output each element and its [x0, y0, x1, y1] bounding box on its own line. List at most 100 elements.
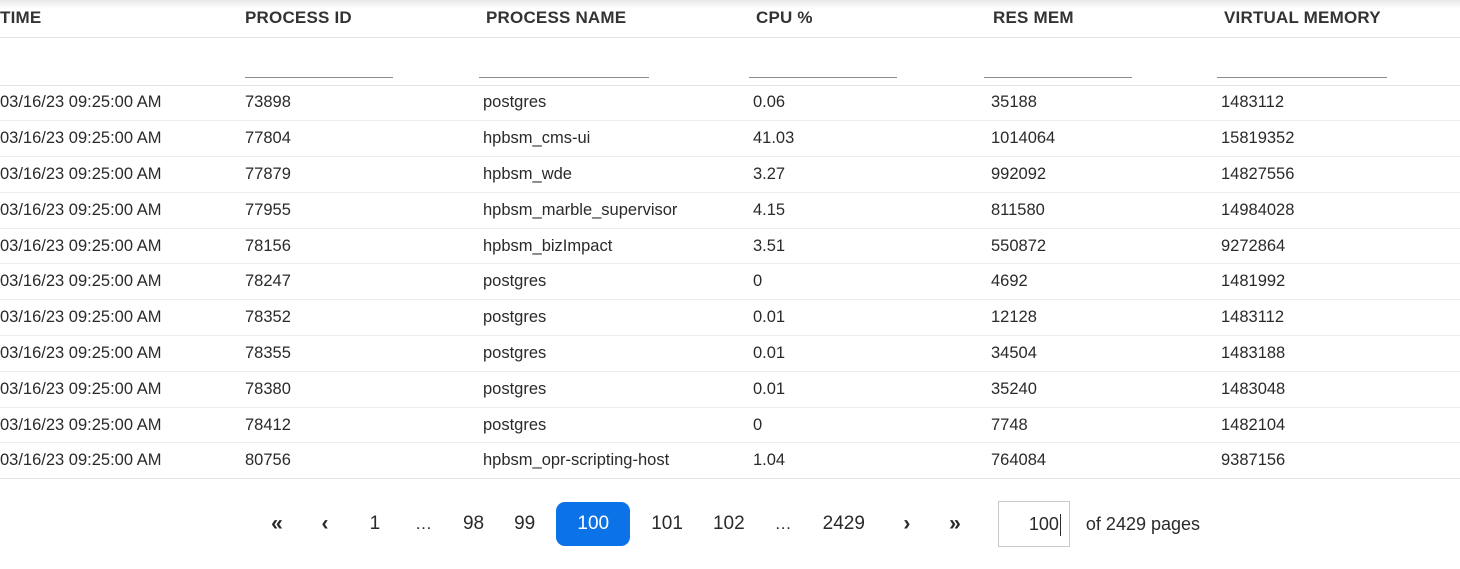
cell-vmem: 9272864 — [1221, 228, 1460, 265]
pagination-prev-button[interactable]: ‹ — [308, 504, 342, 544]
cell-vmem: 9387156 — [1221, 442, 1460, 480]
cell-pname: postgres — [483, 335, 753, 372]
cell-time: 03/16/23 09:25:00 AM — [0, 120, 245, 158]
cell-pid: 77804 — [245, 120, 483, 158]
table-header: TIME PROCESS ID PROCESS NAME CPU % RES M… — [0, 0, 1460, 86]
page-number-input[interactable] — [998, 513, 1061, 535]
cell-res: 764084 — [991, 442, 1221, 480]
column-header-process-name[interactable]: PROCESS NAME — [483, 0, 753, 38]
cell-pid: 80756 — [245, 442, 483, 480]
page-number-input-wrapper[interactable] — [997, 501, 1070, 548]
pagination-first-button[interactable]: « — [260, 504, 294, 544]
header-row: TIME PROCESS ID PROCESS NAME CPU % RES M… — [0, 0, 1460, 38]
column-header-label: PROCESS ID — [245, 8, 352, 28]
cell-pid: 78355 — [245, 335, 483, 372]
column-header-cpu-percent[interactable]: CPU % — [753, 0, 991, 38]
pagination-page-102[interactable]: 102 — [704, 504, 754, 544]
cell-time: 03/16/23 09:25:00 AM — [0, 442, 245, 480]
pagination-page-2429[interactable]: 2429 — [814, 504, 874, 544]
cell-cpu: 3.51 — [753, 228, 991, 265]
pagination-ellipsis: … — [766, 504, 802, 544]
cell-time: 03/16/23 09:25:00 AM — [0, 371, 245, 408]
column-header-process-id[interactable]: PROCESS ID — [245, 0, 483, 38]
column-header-label: VIRTUAL MEMORY — [1224, 8, 1381, 28]
cell-res: 35188 — [991, 85, 1221, 122]
text-caret — [1059, 514, 1061, 537]
cell-cpu: 0.01 — [753, 371, 991, 408]
cell-cpu: 4.15 — [753, 192, 991, 229]
process-table: TIME PROCESS ID PROCESS NAME CPU % RES M… — [0, 0, 1460, 480]
cell-vmem: 14827556 — [1221, 156, 1460, 193]
cell-res: 4692 — [991, 263, 1221, 301]
cell-res: 35240 — [991, 371, 1221, 408]
filter-cell-res-mem — [984, 37, 1221, 86]
cell-time: 03/16/23 09:25:00 AM — [0, 192, 245, 229]
cell-time: 03/16/23 09:25:00 AM — [0, 299, 245, 337]
column-header-label: PROCESS NAME — [486, 8, 627, 28]
cell-time: 03/16/23 09:25:00 AM — [0, 407, 245, 444]
filter-cell-time — [0, 37, 245, 86]
cell-vmem: 1482104 — [1221, 407, 1460, 444]
filter-cell-virtual-memory — [1217, 37, 1460, 86]
cell-vmem: 1483048 — [1221, 371, 1460, 408]
cell-pname: postgres — [483, 407, 753, 444]
column-header-label: TIME — [0, 8, 42, 28]
cell-vmem: 1483112 — [1221, 299, 1460, 337]
cell-pname: hpbsm_cms-ui — [483, 120, 753, 158]
cell-res: 550872 — [991, 228, 1221, 265]
filter-input-virtual-memory[interactable] — [1217, 57, 1387, 78]
column-header-res-mem[interactable]: RES MEM — [991, 0, 1221, 38]
cell-pid: 78380 — [245, 371, 483, 408]
cell-cpu: 0.01 — [753, 299, 991, 337]
pagination-next-button[interactable]: › — [890, 504, 924, 544]
column-header-label: CPU % — [756, 8, 813, 28]
process-table-container: TIME PROCESS ID PROCESS NAME CPU % RES M… — [0, 0, 1460, 480]
cell-cpu: 3.27 — [753, 156, 991, 193]
filter-input-process-name[interactable] — [479, 57, 649, 78]
column-header-time[interactable]: TIME — [0, 0, 245, 38]
cell-time: 03/16/23 09:25:00 AM — [0, 156, 245, 193]
cell-pid: 73898 — [245, 85, 483, 122]
pagination-page-99[interactable]: 99 — [505, 504, 544, 544]
cell-res: 1014064 — [991, 120, 1221, 158]
cell-pid: 78156 — [245, 228, 483, 265]
pagination-page-100[interactable]: 100 — [556, 502, 631, 547]
cell-pid: 78352 — [245, 299, 483, 337]
cell-time: 03/16/23 09:25:00 AM — [0, 228, 245, 265]
pagination-page-1[interactable]: 1 — [356, 504, 394, 544]
cell-time: 03/16/23 09:25:00 AM — [0, 263, 245, 301]
column-header-virtual-memory[interactable]: VIRTUAL MEMORY — [1221, 0, 1460, 38]
cell-pname: hpbsm_wde — [483, 156, 753, 193]
cell-pname: postgres — [483, 371, 753, 408]
cell-vmem: 15819352 — [1221, 120, 1460, 158]
cell-cpu: 0.06 — [753, 85, 991, 122]
pagination-last-button[interactable]: » — [938, 504, 972, 544]
filter-input-res-mem[interactable] — [984, 57, 1132, 78]
pagination-page-98[interactable]: 98 — [454, 504, 493, 544]
cell-pname: hpbsm_opr-scripting-host — [483, 442, 753, 480]
cell-pname: postgres — [483, 299, 753, 337]
filter-input-process-id[interactable] — [245, 57, 393, 78]
pagination-page-101[interactable]: 101 — [642, 504, 692, 544]
column-header-label: RES MEM — [993, 8, 1074, 28]
cell-cpu: 1.04 — [753, 442, 991, 480]
cell-time: 03/16/23 09:25:00 AM — [0, 85, 245, 122]
cell-cpu: 0 — [753, 407, 991, 444]
filter-input-cpu-percent[interactable] — [749, 57, 897, 78]
cell-pname: hpbsm_marble_supervisor — [483, 192, 753, 229]
cell-res: 811580 — [991, 192, 1221, 229]
cell-pname: postgres — [483, 263, 753, 301]
cell-cpu: 41.03 — [753, 120, 991, 158]
